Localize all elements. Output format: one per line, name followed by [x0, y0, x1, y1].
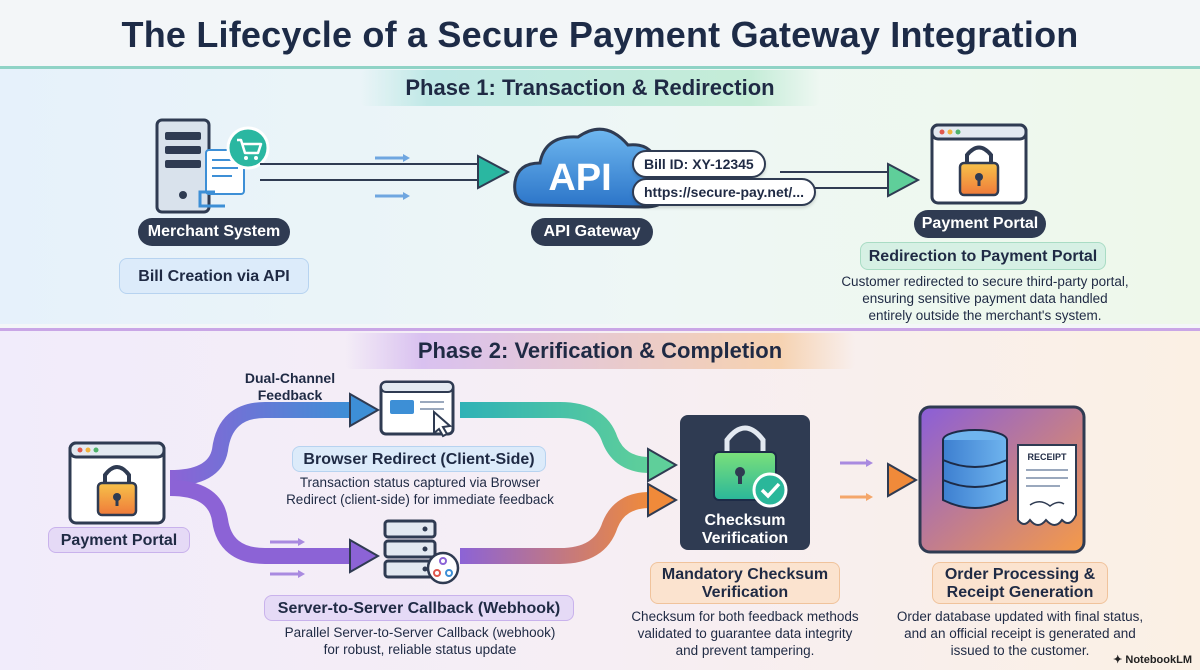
checksum-title: Mandatory Checksum Verification [650, 562, 840, 604]
checksum-verification-box [680, 415, 810, 550]
bill-id-callout: Bill ID: XY-12345 [632, 150, 766, 178]
order-processing-description: Order database updated with final status… [896, 609, 1144, 658]
receipt-icon [1017, 444, 1077, 526]
redirection-description: Customer redirected to secure third-part… [841, 274, 1129, 323]
notebooklm-label: NotebookLM [1125, 654, 1192, 666]
webhook-description: Parallel Server-to-Server Callback (webh… [284, 625, 556, 657]
browser-redirect-title: Browser Redirect (Client-Side) [292, 446, 546, 472]
phase1-banner: Phase 1: Transaction & Redirection [360, 70, 820, 106]
order-processing-title: Order Processing & Receipt Generation [932, 562, 1108, 604]
api-icon-text: API [548, 157, 611, 199]
arrow-portal-to-server [169, 480, 381, 578]
arrow-portal-to-browser [169, 392, 381, 486]
arrow-checksum-to-order [815, 459, 919, 501]
phase2-banner: Phase 2: Verification & Completion [345, 333, 855, 369]
dual-channel-label: Dual-Channel Feedback [244, 370, 336, 403]
bill-creation-label: Bill Creation via API [119, 258, 309, 294]
page-title: The Lifecycle of a Secure Payment Gatewa… [121, 14, 1079, 55]
receipt-text: RECEIPT [1027, 452, 1067, 462]
merchant-server-icon [155, 118, 245, 214]
arrow-browser-to-checksum [460, 402, 679, 483]
notebooklm-icon: ✦ [1113, 654, 1123, 666]
notebooklm-watermark: ✦ NotebookLM [1113, 653, 1192, 666]
browser-redirect-description: Transaction status captured via Browser … [286, 475, 554, 507]
server-stack-icon [383, 519, 460, 585]
merchant-system-label: Merchant System [138, 218, 290, 246]
payment-portal-label: Payment Portal [914, 210, 1046, 238]
arrow-server-to-checksum [460, 482, 679, 564]
checksum-description: Checksum for both feedback methods valid… [631, 609, 859, 658]
api-gateway-label: API Gateway [531, 218, 653, 246]
redirection-title: Redirection to Payment Portal [860, 242, 1106, 270]
browser-window-icon [379, 380, 455, 438]
arrow-merchant-to-api [260, 154, 511, 200]
payment-portal-window-icon [930, 123, 1028, 205]
cart-icon [226, 126, 270, 170]
phase2-payment-portal-label: Payment Portal [48, 527, 190, 553]
checksum-box-label: Checksum Verification [701, 512, 789, 547]
phase2-payment-portal-window-icon [68, 441, 166, 525]
url-callout: https://secure-pay.net/... [632, 178, 816, 206]
webhook-title: Server-to-Server Callback (Webhook) [264, 595, 574, 621]
